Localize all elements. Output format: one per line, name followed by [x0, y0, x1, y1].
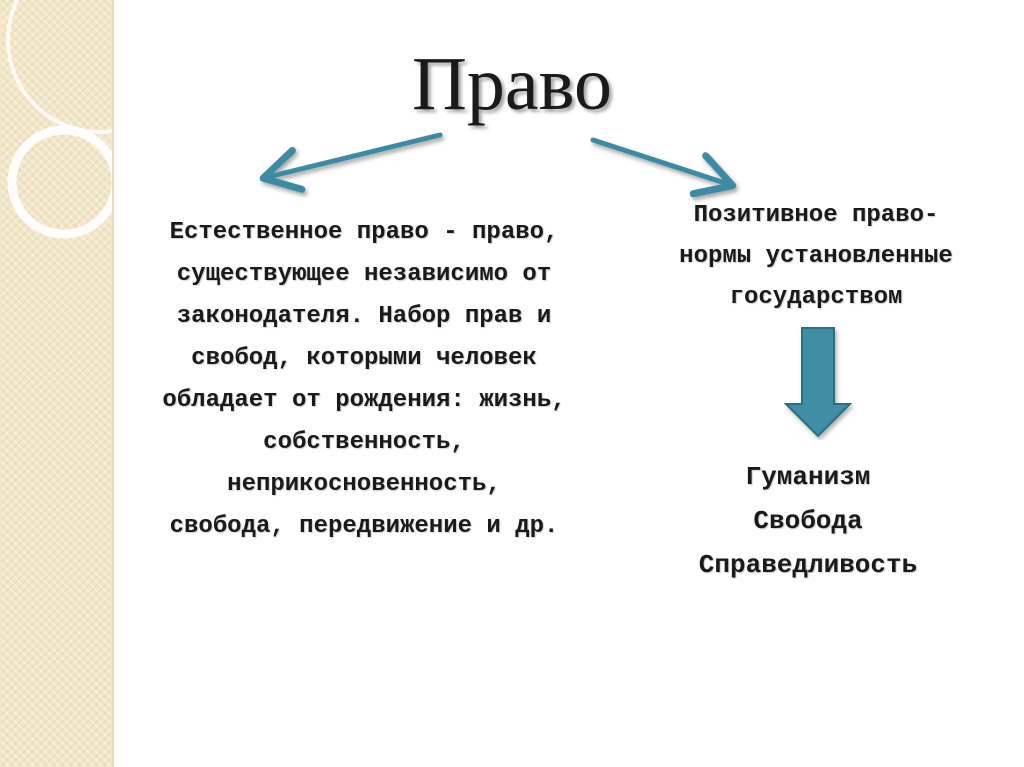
arrow-right [590, 137, 737, 198]
value-justice: Справедливость [698, 550, 918, 580]
positive-law-text: Позитивное право- нормы установленные го… [679, 202, 953, 311]
slide-title: Право [412, 42, 612, 126]
value-freedom: Свобода [753, 506, 863, 536]
down-arrow [784, 327, 853, 438]
natural-law-text: Естественное право - право, существующее… [162, 219, 566, 540]
value-humanism: Гуманизм [745, 462, 871, 492]
values-list: Гуманизм Свобода Справедливость [640, 455, 976, 587]
arrow-left [259, 132, 443, 193]
decorative-side-panel [0, 0, 114, 767]
decorative-circles [6, 0, 112, 239]
